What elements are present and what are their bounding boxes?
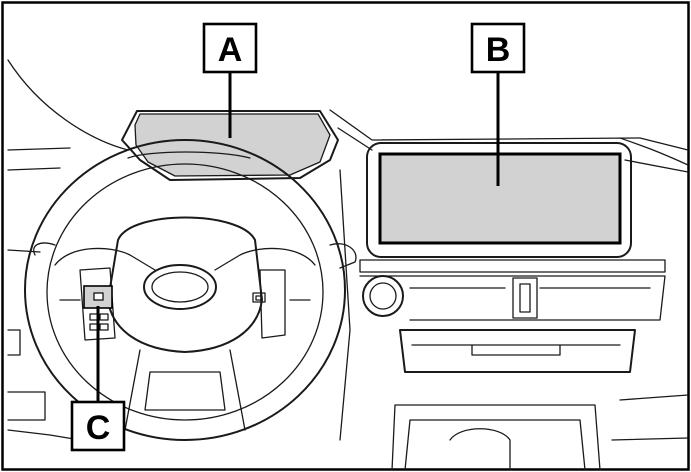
- callout-a-label: A: [218, 31, 243, 69]
- callout-b: B: [470, 22, 526, 186]
- callout-a: A: [202, 22, 258, 138]
- meter-hood-outline: [121, 110, 339, 181]
- callout-a-box: [202, 22, 258, 74]
- meter-display-a: [135, 114, 330, 176]
- center-display-b: [378, 152, 622, 245]
- steering-wheel: [24, 139, 357, 441]
- callout-c: C: [70, 306, 126, 452]
- callout-c-box: [70, 400, 126, 452]
- center-console: [359, 275, 689, 471]
- callout-c-label: C: [86, 409, 111, 447]
- callout-b-label: B: [486, 31, 511, 69]
- steering-switch-right: [252, 269, 286, 339]
- callout-b-box: [470, 22, 526, 74]
- dashboard-outline: [7, 59, 689, 441]
- volume-knob-icon: [362, 275, 404, 317]
